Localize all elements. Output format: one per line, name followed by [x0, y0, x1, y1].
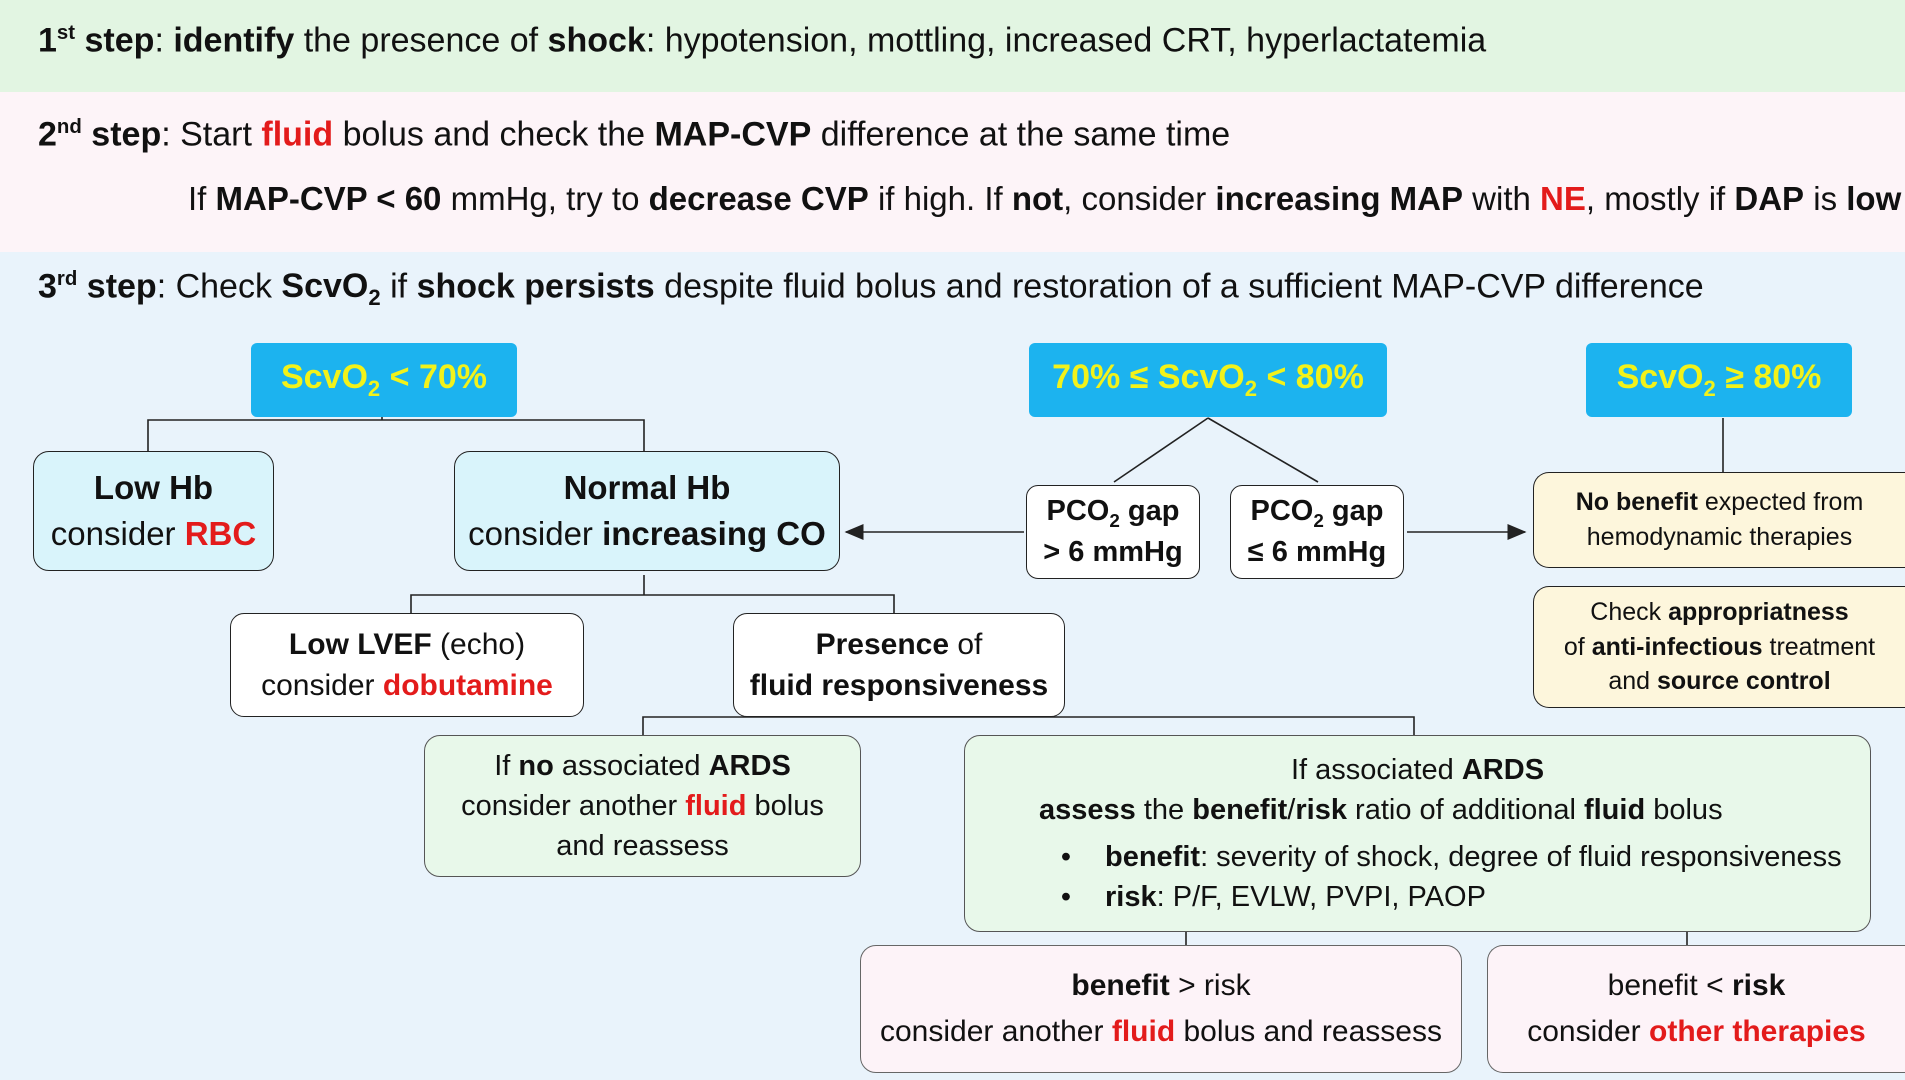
ards-bullet-risk: • risk: P/F, EVLW, PVPI, PAOP — [1060, 880, 1486, 913]
box-presence-fluid-responsiveness: Presence of fluid responsiveness — [733, 613, 1065, 717]
box-check-appropriatness: Check appropriatness of anti-infectious … — [1533, 586, 1905, 708]
box-ards: If associated ARDS assess the benefit/ri… — [964, 735, 1871, 932]
header-scvo2-high: ScvO2 ≥ 80% — [1586, 343, 1852, 417]
ards-bullet-benefit: • benefit: severity of shock, degree of … — [1060, 840, 1842, 873]
box-low-hb: Low Hb consider RBC — [33, 451, 274, 571]
box-no-ards: If no associated ARDS consider another f… — [424, 735, 861, 877]
box-benefit-greater-risk: benefit > risk consider another fluid bo… — [860, 945, 1462, 1073]
box-low-lvef: Low LVEF (echo) consider dobutamine — [230, 613, 584, 717]
step1-line: 1st step: identify the presence of shock… — [38, 21, 1487, 60]
box-no-benefit: No benefit expected from hemodynamic the… — [1533, 472, 1905, 568]
step2-band — [0, 92, 1905, 252]
box-pco2-gap-low: PCO2 gap ≤ 6 mmHg — [1230, 485, 1404, 579]
step3-line: 3rd step: Check ScvO2 if shock persists … — [38, 267, 1704, 311]
box-normal-hb: Normal Hb consider increasing CO — [454, 451, 840, 571]
step2-subline: If MAP-CVP < 60 mmHg, try to decrease CV… — [188, 180, 1902, 217]
header-scvo2-low: ScvO2 < 70% — [251, 343, 517, 417]
header-scvo2-mid: 70% ≤ ScvO2 < 80% — [1029, 343, 1387, 417]
step1-band — [0, 0, 1905, 92]
step2-line: 2nd step: Start fluid bolus and check th… — [38, 115, 1231, 154]
box-benefit-less-risk: benefit < risk consider other therapies — [1487, 945, 1905, 1073]
box-pco2-gap-high: PCO2 gap > 6 mmHg — [1026, 485, 1200, 579]
